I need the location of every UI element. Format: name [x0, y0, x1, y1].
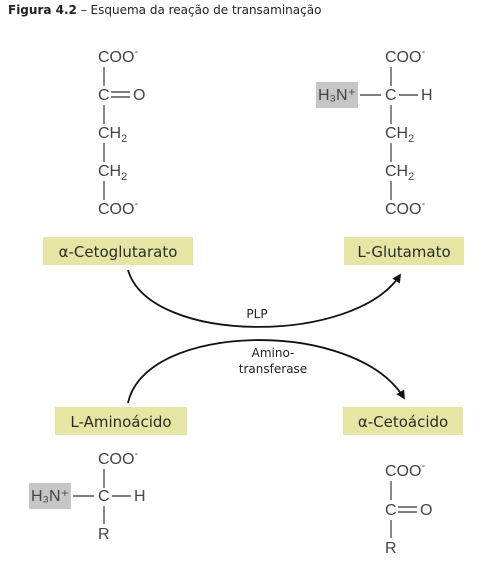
glutamate-structure: COO- H₃N⁺ C H CH2 CH2 COO-: [316, 46, 433, 218]
ketoglutarate-coo-top: COO-: [98, 46, 138, 66]
aminoacid-amine: H₃N⁺: [31, 488, 69, 505]
ketoacid-coo: COO-: [385, 460, 425, 480]
enzyme-label-line2: transferase: [239, 362, 307, 376]
ketoglutarate-coo-bottom: COO-: [98, 198, 138, 218]
glutamate-ch2-a: CH2: [385, 125, 414, 145]
ketoacid-name: α-Cetoácido: [358, 413, 448, 431]
glutamate-ch2-b: CH2: [385, 163, 414, 183]
glutamate-name: L-Glutamato: [357, 243, 450, 261]
ketoglutarate-c2: C: [98, 87, 110, 104]
ketoglutarate-ch2-b: CH2: [98, 163, 127, 183]
ketoacid-r-group: R: [385, 540, 397, 557]
glutamate-amine: H₃N⁺: [318, 87, 356, 104]
aminoacid-r-group: R: [98, 526, 110, 543]
aminoacid-structure: COO- H₃N⁺ C H R: [29, 448, 146, 543]
cofactor-label: PLP: [246, 307, 267, 321]
aminoacid-name: L-Aminoácido: [70, 413, 171, 431]
aminoacid-hydrogen: H: [134, 488, 146, 505]
glutamate-hydrogen: H: [421, 87, 433, 104]
enzyme-label-line1: Amino-: [252, 346, 295, 360]
glutamate-coo-top: COO-: [385, 46, 425, 66]
ketoglutarate-structure: COO- C O CH2 CH2 COO-: [98, 46, 145, 218]
ketoacid-oxygen: O: [420, 502, 432, 519]
ketoacid-carbon: C: [385, 502, 397, 519]
ketoglutarate-name: α-Cetoglutarato: [59, 243, 178, 261]
aminoacid-carbon: C: [98, 488, 110, 505]
glutamate-coo-bottom: COO-: [385, 198, 425, 218]
aminoacid-coo: COO-: [98, 448, 138, 468]
glutamate-c2: C: [385, 87, 397, 104]
ketoglutarate-oxygen: O: [133, 87, 145, 104]
ketoglutarate-ch2-a: CH2: [98, 125, 127, 145]
ketoacid-structure: COO- C O R: [385, 460, 432, 557]
